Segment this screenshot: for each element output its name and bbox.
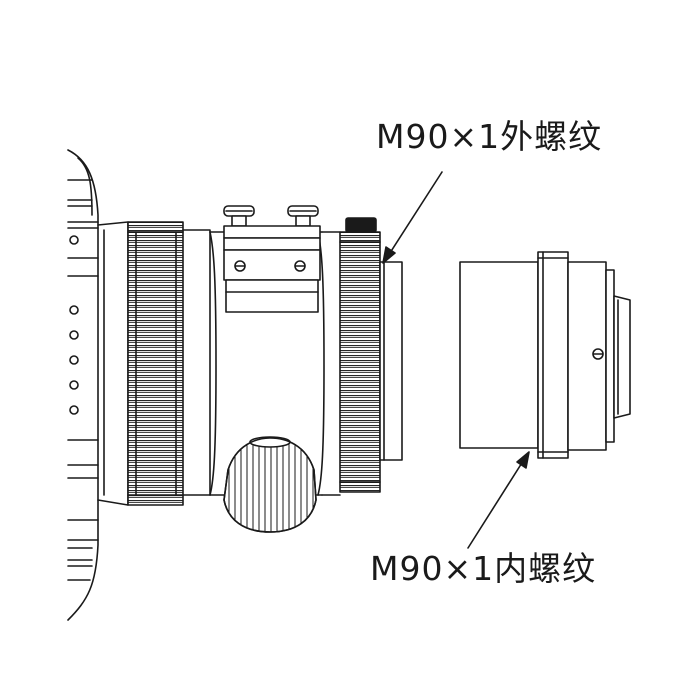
- internal-thread-label: M90×1内螺纹: [370, 549, 597, 588]
- external-thread-label: M90×1外螺纹: [376, 117, 603, 156]
- lock-knob: [345, 217, 377, 233]
- set-screw: [592, 348, 604, 360]
- external-thread-stub: [379, 261, 403, 461]
- dovetail-mount: [223, 205, 321, 313]
- thumb-screw-right: [287, 205, 319, 227]
- telescope-body: [67, 149, 129, 621]
- leader-arrow-bottom: [467, 451, 530, 549]
- lock-ring-knurled: [339, 217, 381, 493]
- focus-knob: [223, 436, 317, 533]
- thumb-screw-left: [223, 205, 255, 227]
- focus-ring-knurled: [127, 221, 184, 506]
- leader-arrow-top: [382, 171, 443, 264]
- thread-adapter: [459, 251, 631, 459]
